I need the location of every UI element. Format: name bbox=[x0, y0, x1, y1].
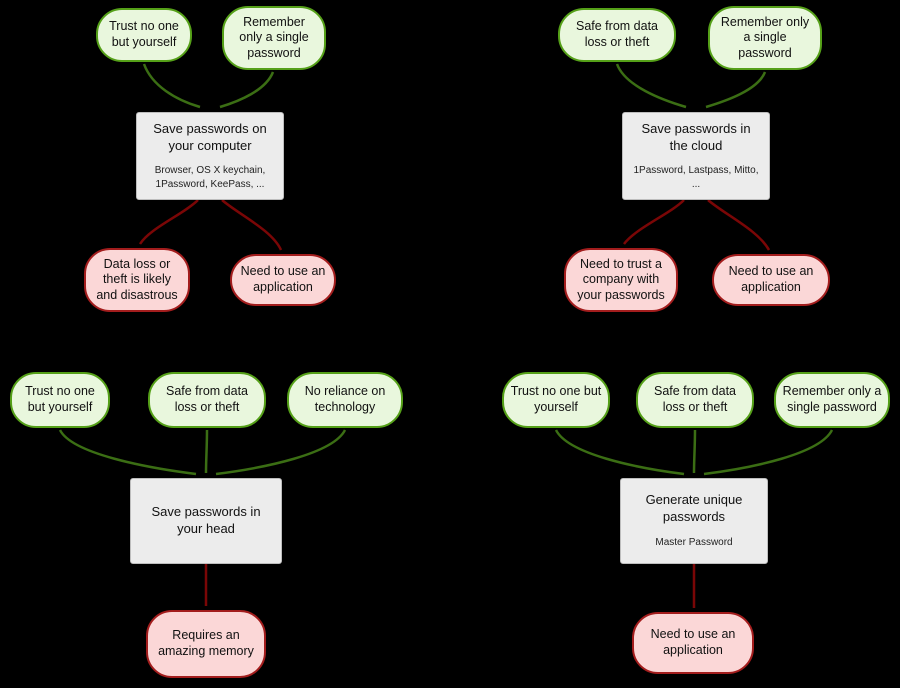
center-title: Save passwords on your computer bbox=[153, 120, 267, 153]
pro-node: Trust no one but yourself bbox=[96, 8, 192, 62]
pro-arrow bbox=[692, 429, 697, 474]
con-arrow bbox=[138, 199, 199, 245]
pro-label: Remember only a single password bbox=[720, 14, 810, 60]
center-node-generate: Generate unique passwords Master Passwor… bbox=[620, 478, 768, 564]
pro-arrow bbox=[204, 429, 209, 474]
pro-node: No reliance on technology bbox=[287, 372, 403, 428]
con-node: Need to use an application bbox=[230, 254, 336, 306]
pro-label: No reliance on technology bbox=[304, 384, 386, 414]
con-arrow bbox=[623, 199, 685, 245]
center-node-head: Save passwords in your head bbox=[130, 478, 282, 564]
pro-node: Safe from data loss or theft bbox=[558, 8, 676, 62]
pro-node: Safe from data loss or theft bbox=[148, 372, 266, 428]
center-subtitle: Browser, OS X keychain, 1Password, KeePa… bbox=[154, 165, 266, 190]
pro-arrow bbox=[215, 429, 347, 476]
center-title: Generate unique passwords bbox=[645, 492, 743, 525]
pro-node: Safe from data loss or theft bbox=[636, 372, 754, 428]
pro-arrow bbox=[58, 429, 197, 476]
center-node-cloud: Save passwords in the cloud 1Password, L… bbox=[622, 112, 770, 200]
con-label: Data loss or theft is likely and disastr… bbox=[96, 256, 178, 302]
con-node: Data loss or theft is likely and disastr… bbox=[84, 248, 190, 312]
pro-node: Trust no one but yourself bbox=[10, 372, 110, 428]
pro-arrow bbox=[703, 429, 834, 476]
con-arrow bbox=[221, 199, 283, 251]
pro-node: Remember only a single password bbox=[222, 6, 326, 70]
con-label: Need to use an application bbox=[240, 264, 326, 294]
con-node: Requires an amazing memory bbox=[146, 610, 266, 678]
pro-label: Safe from data loss or theft bbox=[576, 19, 658, 49]
pro-arrow bbox=[142, 63, 201, 109]
pro-arrow bbox=[705, 71, 767, 109]
con-node: Need to use an application bbox=[712, 254, 830, 306]
pro-label: Safe from data loss or theft bbox=[166, 384, 248, 414]
con-label: Requires an amazing memory bbox=[158, 628, 254, 658]
pro-arrow bbox=[219, 71, 275, 109]
con-label: Need to use an application bbox=[650, 627, 736, 657]
center-node-computer: Save passwords on your computer Browser,… bbox=[136, 112, 284, 200]
pro-label: Safe from data loss or theft bbox=[654, 384, 736, 414]
pro-arrow bbox=[554, 429, 685, 476]
pro-node: Trust no one but yourself bbox=[502, 372, 610, 428]
con-label: Need to trust a company with your passwo… bbox=[577, 256, 665, 302]
pro-label: Remember only a single password bbox=[239, 14, 309, 60]
pro-label: Trust no one but yourself bbox=[25, 384, 95, 414]
center-subtitle: Master Password bbox=[655, 537, 733, 549]
con-label: Need to use an application bbox=[728, 264, 814, 294]
center-title: Save passwords in your head bbox=[151, 504, 261, 536]
center-subtitle: 1Password, Lastpass, Mitto, ... bbox=[633, 165, 759, 190]
pro-arrow bbox=[615, 63, 687, 109]
center-title: Save passwords in the cloud bbox=[641, 120, 751, 153]
pro-node: Remember only a single password bbox=[708, 6, 822, 70]
pro-label: Trust no one but yourself bbox=[109, 19, 179, 49]
con-node: Need to trust a company with your passwo… bbox=[564, 248, 678, 312]
con-node: Need to use an application bbox=[632, 612, 754, 674]
con-arrow bbox=[707, 199, 771, 251]
pro-label: Trust no one but yourself bbox=[510, 384, 602, 414]
pro-node: Remember only a single password bbox=[774, 372, 890, 428]
pro-label: Remember only a single password bbox=[782, 384, 882, 414]
